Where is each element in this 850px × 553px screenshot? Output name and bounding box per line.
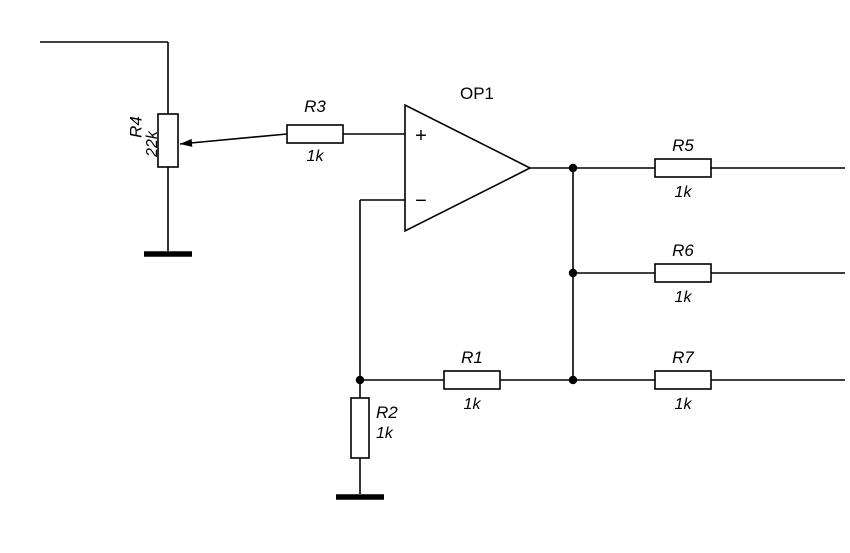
resistor-ref-label: R7: [672, 348, 694, 367]
potentiometer-value-label: 22k: [144, 130, 161, 158]
resistor-body: [443, 370, 501, 390]
resistor-r2: R2 1k: [350, 397, 398, 459]
junction-dot: [568, 375, 578, 385]
resistor-r7: R7 1k: [654, 348, 712, 413]
resistor-body: [350, 397, 370, 459]
resistor-value-label: 1k: [464, 396, 482, 413]
wiper-arrow-icon: [180, 138, 193, 147]
junction-dots: [355, 163, 578, 385]
resistor-body: [654, 263, 712, 283]
resistor-body: [654, 370, 712, 390]
resistor-ref-label: R2: [376, 403, 398, 422]
opamp-minus-sign: −: [415, 190, 427, 212]
potentiometer-ref-label: R4: [126, 116, 145, 138]
opamp-plus-sign: +: [415, 125, 427, 147]
resistor-value-label: 1k: [376, 425, 394, 442]
junction-dot: [568, 268, 578, 278]
resistor-body: [654, 158, 712, 178]
potentiometer-r4: R4 22k: [126, 113, 193, 168]
wires: [40, 41, 845, 494]
opamp-triangle: [404, 103, 532, 233]
resistor-ref-label: R6: [672, 241, 694, 260]
resistor-body: [286, 124, 344, 144]
opamp-ref-label: OP1: [460, 84, 494, 103]
resistor-r6: R6 1k: [654, 241, 712, 306]
resistor-r5: R5 1k: [654, 136, 712, 201]
resistor-value-label: 1k: [675, 289, 693, 306]
resistor-r3: R3 1k: [286, 97, 344, 165]
junction-dot: [355, 375, 365, 385]
resistor-ref-label: R3: [304, 97, 326, 116]
resistor-value-label: 1k: [307, 148, 325, 165]
potentiometer-body: [157, 113, 179, 168]
resistor-r1: R1 1k: [443, 348, 501, 413]
resistor-ref-label: R1: [461, 348, 483, 367]
wire-wiper-to-r3: [179, 133, 288, 145]
resistor-ref-label: R5: [672, 136, 694, 155]
resistor-value-label: 1k: [675, 184, 693, 201]
junction-dot: [568, 163, 578, 173]
opamp-op1: + − OP1: [404, 84, 532, 233]
resistor-value-label: 1k: [675, 396, 693, 413]
